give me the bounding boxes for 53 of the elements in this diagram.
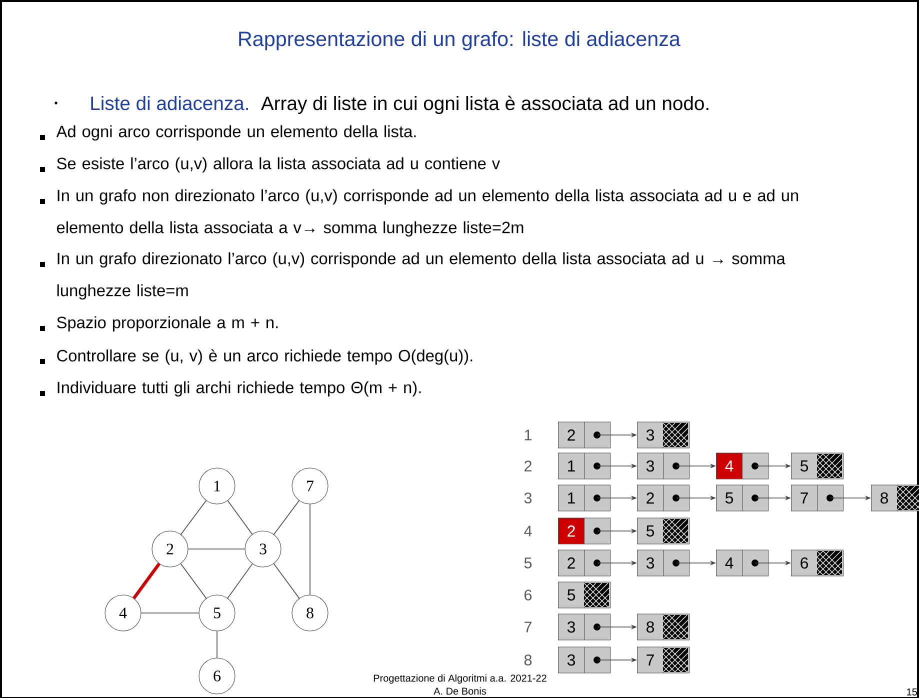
list-cell: 5 — [716, 484, 769, 512]
row-index: 5 — [524, 558, 532, 568]
list-cell: 3 — [558, 614, 611, 640]
list-cell: 2 — [558, 550, 611, 576]
graph-edge — [132, 562, 160, 600]
list-cell: 1 — [558, 452, 611, 480]
bullet-text: Se esiste l’arco (u,v) allora la lista associata ad u contiene v — [57, 157, 500, 173]
list-cell: 7 — [791, 484, 844, 512]
bullet-text: Ad ogni arco corrisponde un elemento della lista. — [56, 125, 416, 141]
bullet-text: Controllare se (u, v) è un arco richiede tempo O(deg(u)). — [57, 349, 472, 365]
graph-edge — [273, 563, 300, 599]
list-cell: 3 — [637, 422, 690, 448]
bullet-text: Individuare tutti gli archi richiede tempo Θ(m + n). — [58, 381, 421, 397]
graph-edge — [140, 612, 200, 614]
row-index: 1 — [524, 430, 532, 440]
list-cell: 4 — [716, 550, 769, 576]
list-cell: 8 — [637, 614, 690, 640]
list-cell: 8 — [871, 484, 919, 512]
list-cell: 7 — [637, 646, 690, 674]
row-index: 6 — [524, 590, 532, 600]
row-index: 2 — [524, 460, 532, 472]
graph-edge — [216, 630, 218, 658]
list-cell: 4 — [716, 452, 769, 480]
list-cell: 5 — [558, 582, 611, 608]
list-cell: 3 — [637, 550, 690, 576]
graph-edge — [180, 563, 207, 599]
footer-text: A. De Bonis — [434, 687, 486, 695]
list-cell: 2 — [558, 422, 611, 448]
row-index: 3 — [524, 492, 532, 504]
footer-text: Progettazione di Algoritmi a.a. 2021-22 — [374, 674, 546, 684]
bullet-text: In un grafo direzionato l’arco (u,v) corrisponde ad un elemento della lista associata ad u → somma lunghezze liste=m — [57, 252, 786, 300]
section-heading: Liste di adiacenza. — [91, 96, 248, 110]
list-cell: 5 — [637, 518, 690, 544]
graph-edge — [227, 563, 253, 599]
row-index: 4 — [524, 526, 532, 536]
row-index: 7 — [524, 622, 532, 632]
slide-title: Rappresentazione di un grafo: liste di adiacenza — [239, 31, 680, 50]
list-cell: 2 — [558, 518, 611, 544]
list-cell: 1 — [558, 484, 611, 512]
list-cell: 2 — [637, 484, 690, 512]
list-cell: 3 — [558, 646, 611, 674]
intro-text: Array di liste in cui ogni lista è associata ad un nodo. — [261, 96, 708, 114]
list-cell: 5 — [791, 452, 844, 480]
list-cell: 6 — [791, 550, 844, 576]
bullet-text: Spazio proporzionale a m + n. — [57, 316, 278, 332]
graph-edge — [274, 500, 300, 535]
graph-edge — [180, 500, 206, 535]
bullet-text: In un grafo non direzionato l’arco (u,v) corrisponde ad un elemento della lista associata ad u e ad un elemento della lista associata a v→ somma lunghezze liste=2m — [56, 189, 798, 237]
graph-edge — [227, 500, 253, 535]
list-cell: 3 — [637, 452, 690, 480]
page-number: 15 — [907, 688, 917, 696]
graph-edge — [188, 548, 246, 550]
row-index: 8 — [524, 654, 532, 666]
